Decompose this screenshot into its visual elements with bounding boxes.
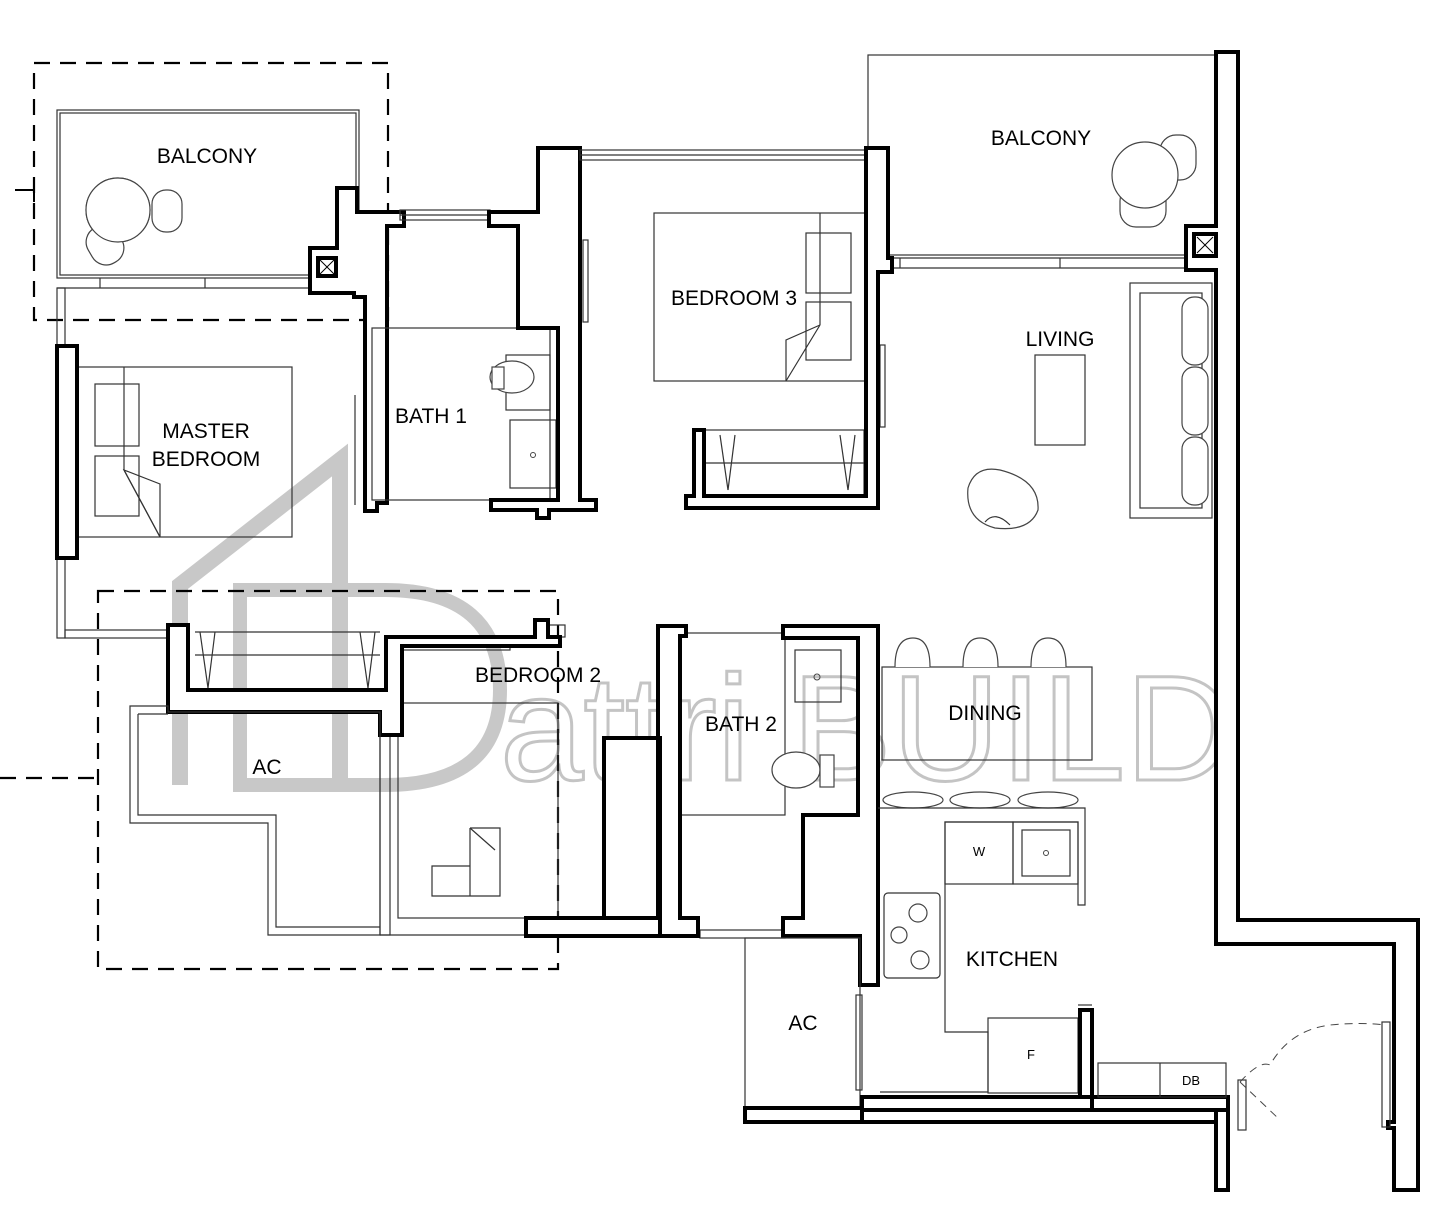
- label-bath1: BATH 1: [395, 405, 467, 428]
- ac-left: [129, 705, 527, 936]
- wall-bath2-right: [781, 624, 880, 987]
- master-wall-left: [55, 344, 79, 560]
- label-balcony-left: BALCONY: [157, 145, 257, 168]
- label-ac-left: AC: [252, 756, 281, 779]
- watermark-house-icon: [172, 443, 348, 785]
- wall-bedroom3: [684, 146, 894, 510]
- label-distribution-board: DB: [1182, 1073, 1200, 1088]
- label-balcony-right: BALCONY: [991, 127, 1091, 150]
- label-bedroom2: BEDROOM 2: [475, 664, 601, 687]
- label-living: LIVING: [1026, 328, 1095, 351]
- label-master-bedroom-line2: BEDROOM: [152, 448, 261, 471]
- wall-bath2: [602, 624, 700, 938]
- wall-kitchen-right: [1078, 1008, 1230, 1112]
- kitchen: [878, 807, 1092, 1094]
- label-dining: DINING: [948, 702, 1022, 725]
- label-washer: W: [973, 844, 986, 859]
- wall-outer-right: [1184, 50, 1420, 1192]
- entrance: [1097, 1021, 1391, 1131]
- watermark-d-shape: [233, 583, 508, 792]
- label-bedroom3: BEDROOM 3: [671, 287, 797, 310]
- balcony-right: [867, 54, 1219, 269]
- balcony-left: [56, 109, 360, 289]
- watermark: attri BUILD: [172, 443, 1235, 814]
- label-fridge: F: [1027, 1047, 1035, 1062]
- label-master-bedroom-line1: MASTER: [162, 420, 250, 443]
- label-bath2: BATH 2: [705, 713, 777, 736]
- bedroom3: [579, 149, 886, 497]
- living: [967, 282, 1213, 530]
- ac-zone-outline: [96, 589, 560, 971]
- label-kitchen: KITCHEN: [966, 948, 1058, 971]
- label-ac-bottom: AC: [788, 1012, 817, 1035]
- wall-bath1-right: [487, 146, 598, 520]
- dining: [881, 637, 1093, 809]
- wall-bottom: [743, 1095, 1230, 1192]
